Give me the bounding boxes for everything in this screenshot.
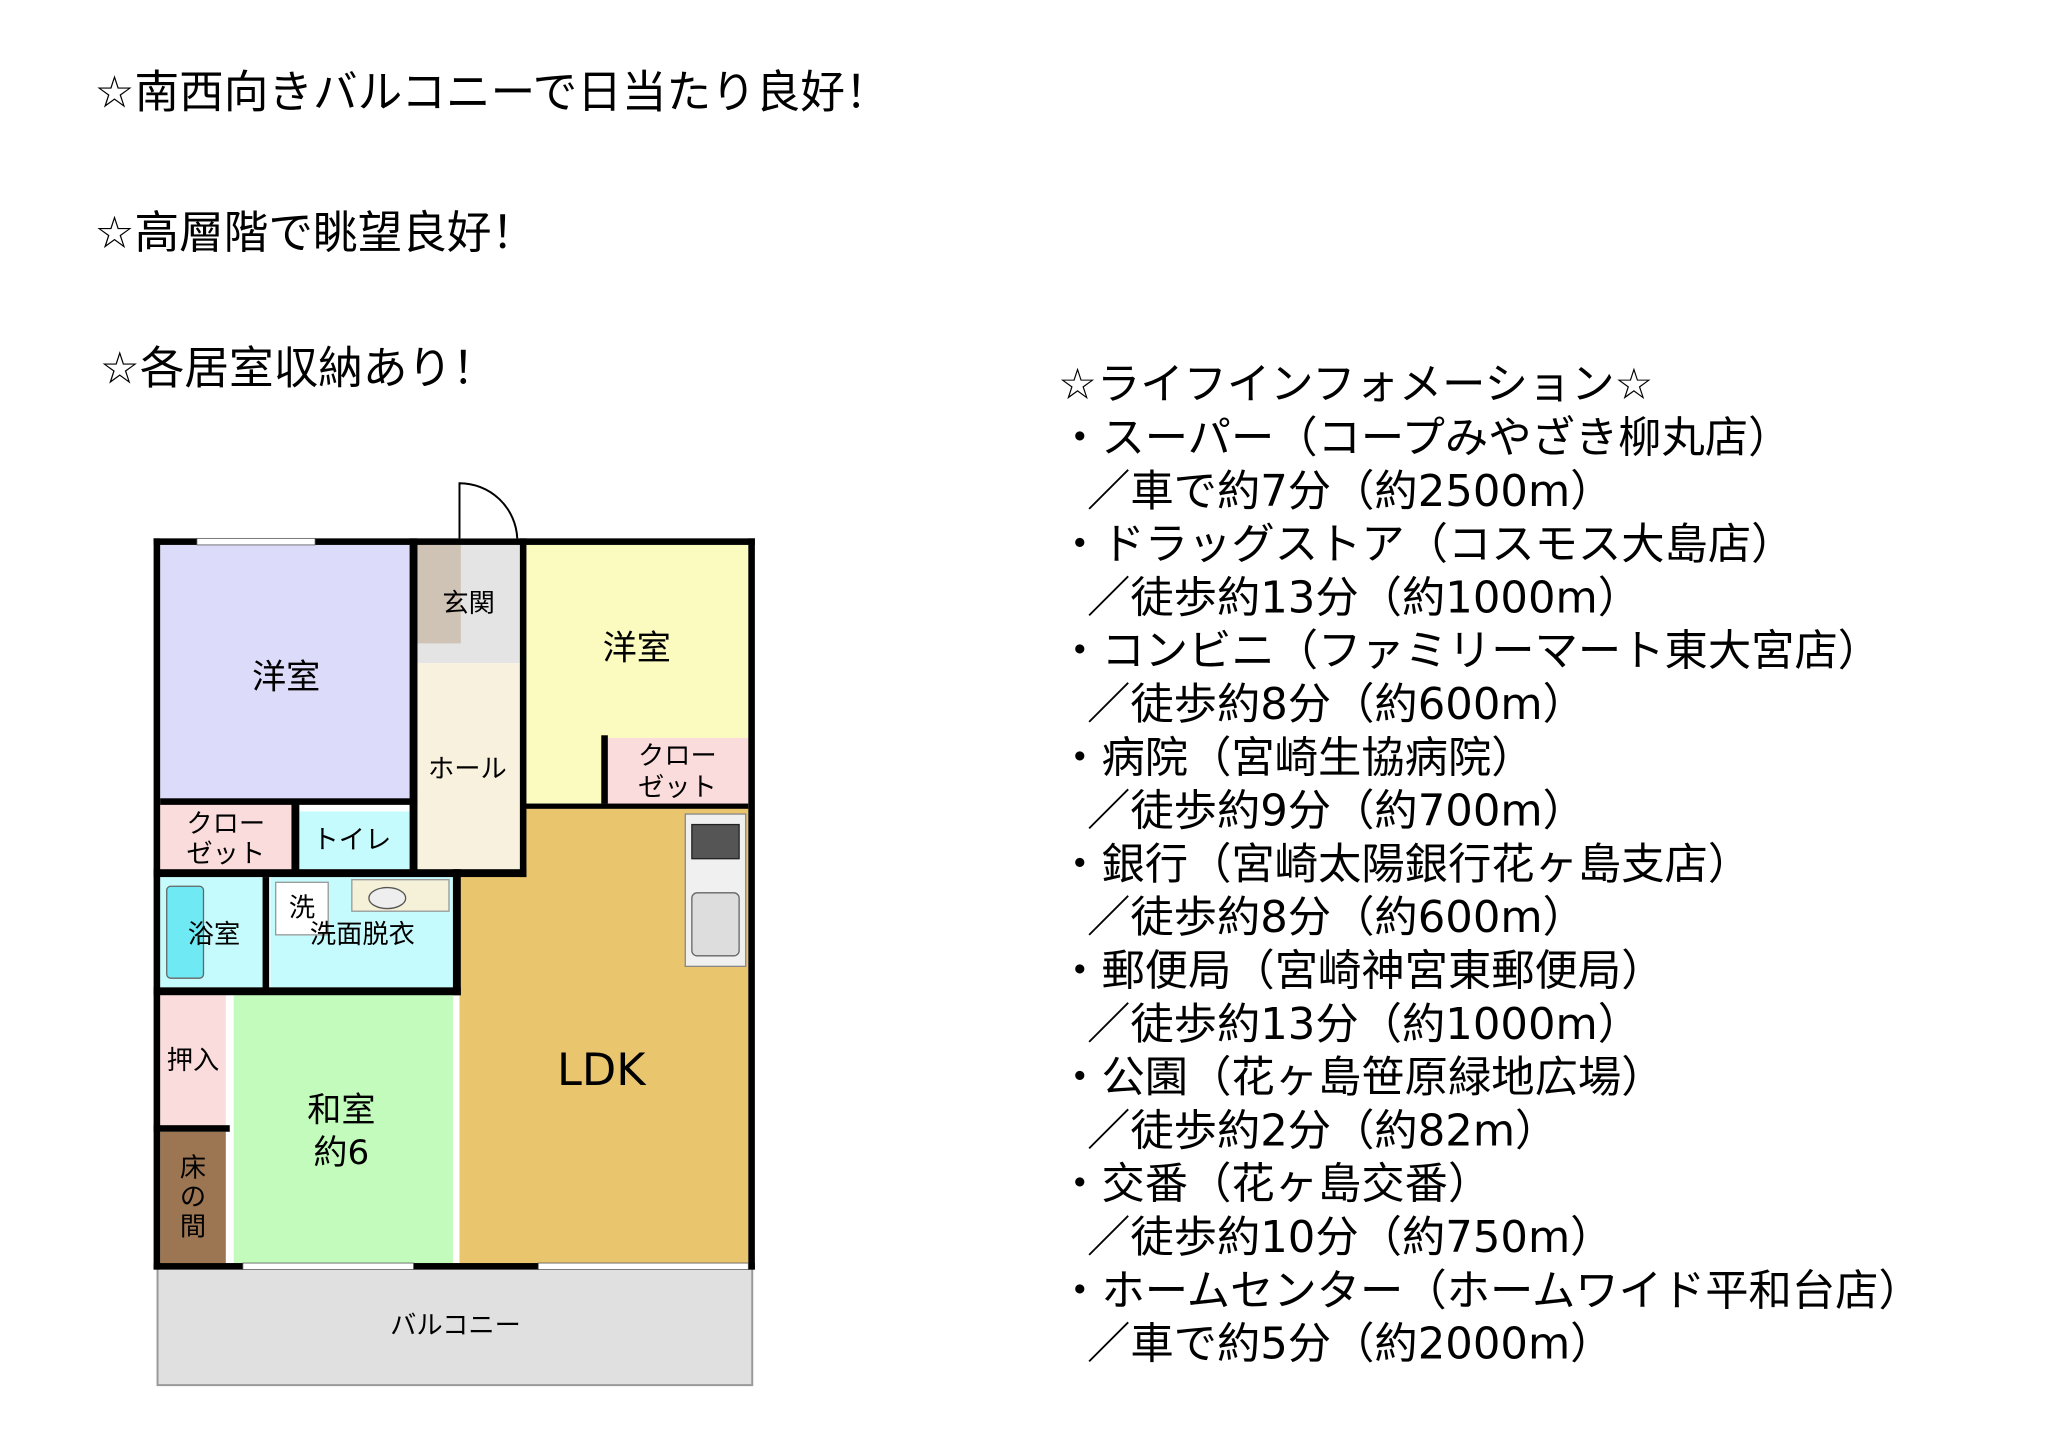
life-info-item-name: ・ドラッグストア（コスモス大島店） (1058, 520, 1794, 570)
window (537, 1262, 749, 1270)
western-room-2-label: 洋室 (603, 629, 671, 669)
japanese-room-label: 和室 (307, 1091, 375, 1131)
closet-2-label: ゼット (638, 773, 717, 803)
bathtub (166, 885, 205, 979)
balcony-label: バルコニー (390, 1311, 521, 1341)
highlight-balcony: ☆南西向きバルコニーで日当たり良好！ (95, 67, 890, 119)
window (196, 537, 316, 546)
entrance-step (417, 544, 461, 644)
life-info-item-access: ／徒歩約8分（約600m） (1087, 680, 1586, 730)
entrance-label: 玄関 (442, 589, 495, 619)
life-info-item-name: ・ホームセンター（ホームワイド平和台店） (1058, 1266, 1922, 1316)
window (242, 1262, 414, 1270)
life-info-item-access: ／徒歩約9分（約700m） (1087, 787, 1586, 837)
closet-1-label: ゼット (186, 840, 265, 870)
washer-label: 洗 (289, 894, 315, 924)
life-info-item-name: ・コンビニ（ファミリーマート東大宮店） (1058, 627, 1881, 677)
life-info-item-access: ／徒歩約13分（約1000m） (1087, 1000, 1641, 1050)
toilet (299, 811, 410, 870)
tokonoma-label: 床 (180, 1154, 206, 1184)
entrance-door-icon (458, 482, 519, 539)
closet-1-label: クロー (186, 810, 265, 840)
life-info-item-name: ・交番（花ヶ島交番） (1058, 1160, 1491, 1210)
life-info-item-access: ／徒歩約2分（約82m） (1087, 1106, 1558, 1156)
japanese-room (233, 995, 453, 1264)
toilet-label: トイレ (312, 825, 391, 855)
floor-plan: バルコニー (153, 482, 755, 1387)
life-info-item-name: ・スーパー（コープみやざき柳丸店） (1058, 414, 1791, 464)
closet-2-label: クロー (638, 741, 717, 771)
ldk-label: LDK (557, 1044, 647, 1096)
closet-2 (606, 737, 749, 804)
tokonoma-label: 間 (180, 1213, 206, 1243)
western-room-1-label: 洋室 (252, 658, 320, 698)
oshiire (160, 995, 226, 1127)
ldk (459, 807, 749, 1264)
life-information: ☆ライフインフォメーション☆ ・スーパー（コープみやざき柳丸店）／車で約7分（約… (1058, 360, 1922, 1369)
highlight-view: ☆高層階で眺望良好！ (95, 207, 537, 259)
walls (153, 538, 755, 1270)
life-info-item-access: ／徒歩約10分（約750m） (1087, 1213, 1613, 1263)
washer-space (275, 881, 329, 936)
tokonoma-label: の (180, 1182, 206, 1212)
life-info-item-name: ・銀行（宮崎太陽銀行花ヶ島支店） (1058, 840, 1751, 890)
life-info-item-access: ／車で約7分（約2500m） (1087, 467, 1613, 517)
life-info-item-access: ／徒歩約13分（約1000m） (1087, 573, 1641, 623)
western-room-1 (160, 544, 415, 804)
bath-label: 浴室 (188, 920, 241, 950)
sink-icon (691, 892, 740, 957)
washbasin-bowl-icon (368, 886, 407, 910)
oshiire-label: 押入 (167, 1046, 220, 1076)
washroom-label: 洗面脱衣 (310, 920, 415, 950)
tokonoma (160, 1131, 226, 1264)
life-info-item-name: ・病院（宮崎生協病院） (1058, 733, 1534, 783)
life-info-item-access: ／徒歩約8分（約600m） (1087, 893, 1586, 943)
life-info-item-name: ・郵便局（宮崎神宮東郵便局） (1058, 947, 1664, 997)
life-info-item-name: ・公園（花ヶ島笹原緑地広場） (1058, 1053, 1664, 1103)
life-info-item-access: ／車で約5分（約2000m） (1087, 1320, 1613, 1370)
japanese-room-size: 約6 (313, 1133, 369, 1173)
stove-icon (691, 823, 740, 860)
life-info-title: ☆ライフインフォメーション☆ (1058, 360, 1653, 410)
closet-1 (160, 803, 292, 870)
hall-label: ホール (428, 754, 507, 784)
highlight-storage: ☆各居室収納あり！ (100, 342, 497, 394)
hall (417, 663, 520, 870)
balcony (156, 1265, 754, 1387)
